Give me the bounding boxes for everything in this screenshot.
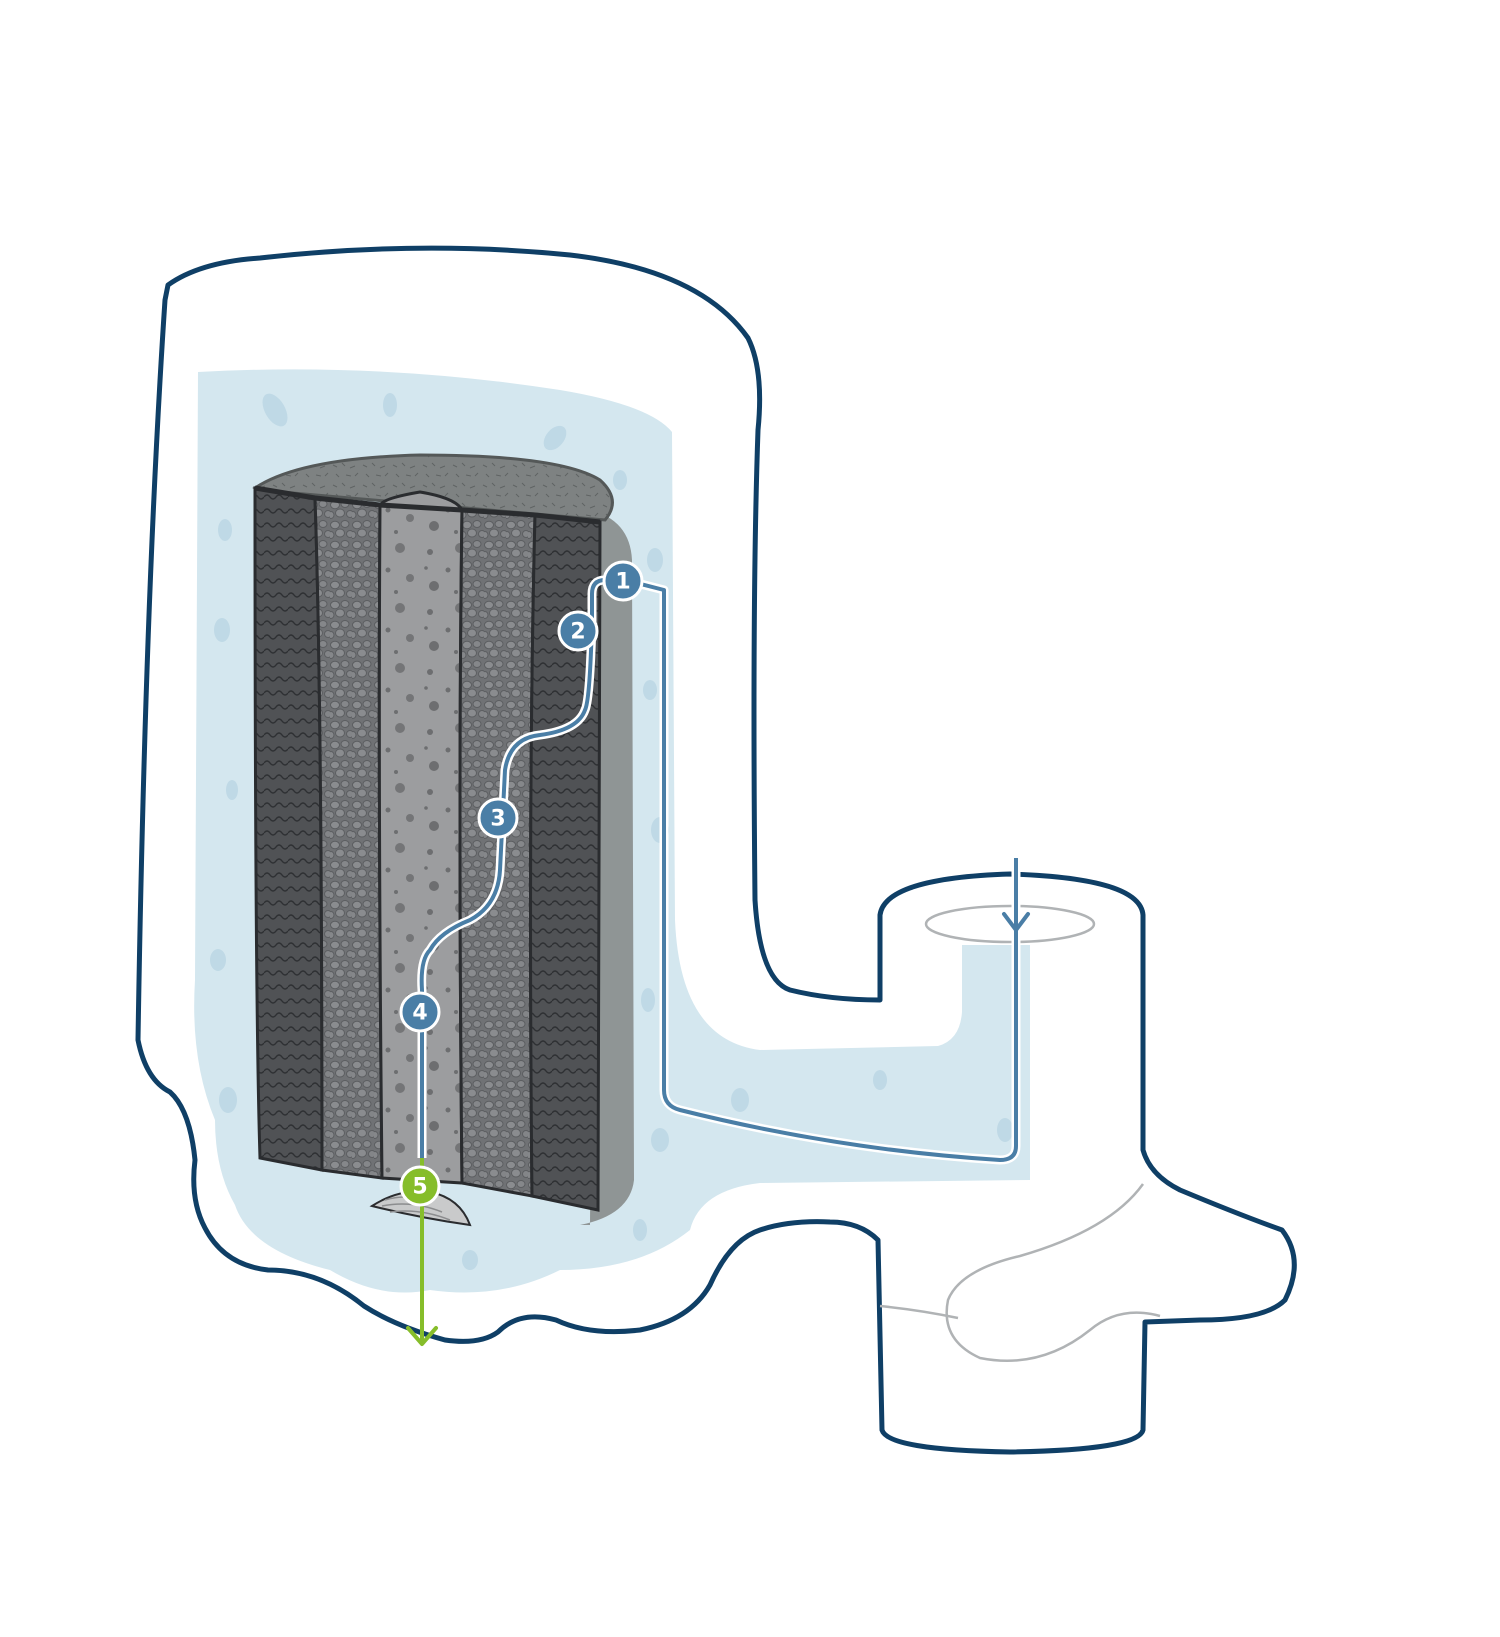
step-marker-circle bbox=[602, 560, 644, 602]
step-marker-circle bbox=[399, 991, 441, 1033]
step-number: 3 bbox=[490, 807, 505, 832]
filter-housing-outline bbox=[135, 245, 1297, 1455]
layer-granular-left bbox=[313, 496, 384, 1180]
cartridge-top bbox=[252, 453, 614, 522]
step-number: 1 bbox=[615, 570, 630, 595]
step-marker-circle bbox=[557, 610, 599, 652]
outlet-arrow-icon bbox=[406, 1326, 438, 1346]
step-markers: 1 2 3 4 5 bbox=[399, 560, 644, 1207]
step-marker-1: 1 bbox=[602, 560, 644, 602]
step-marker-4: 4 bbox=[399, 991, 441, 1033]
cartridge-top-edge bbox=[254, 485, 601, 525]
step-marker-2: 2 bbox=[557, 610, 599, 652]
inlet-arrow-icon bbox=[1002, 912, 1030, 934]
step-marker-circle bbox=[399, 1165, 441, 1207]
layer-outer-left bbox=[253, 486, 324, 1172]
faucet-top-opening bbox=[924, 904, 1096, 944]
step-marker-circle bbox=[477, 797, 519, 839]
layer-outer-right bbox=[529, 513, 602, 1212]
faucet-body bbox=[879, 904, 1161, 1362]
faucet-branch-curve bbox=[945, 1183, 1161, 1362]
step-marker-5: 5 bbox=[399, 1165, 441, 1207]
flow-path bbox=[419, 578, 1018, 1162]
step-number: 5 bbox=[412, 1175, 427, 1200]
step-marker-3: 3 bbox=[477, 797, 519, 839]
faucet-neck-line bbox=[879, 1304, 959, 1320]
step-number: 4 bbox=[412, 1001, 427, 1026]
water-particles bbox=[210, 393, 1013, 1270]
step-number: 2 bbox=[570, 620, 585, 645]
